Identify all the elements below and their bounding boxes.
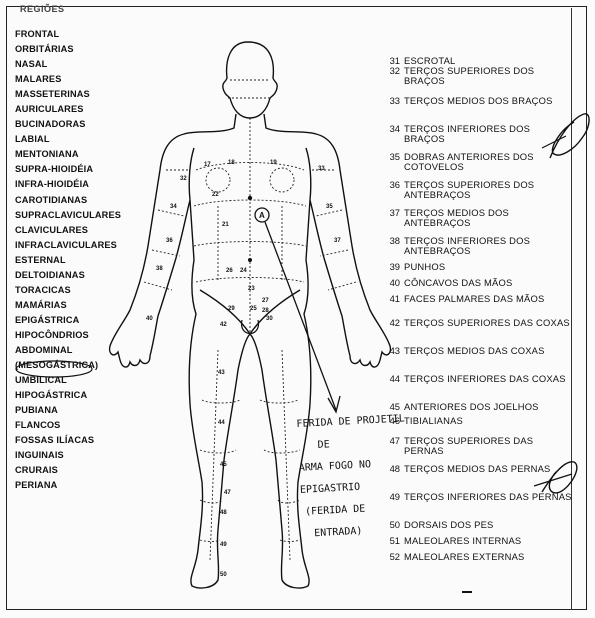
region-number: 43 (384, 346, 400, 356)
region-name: TERÇOS SUPERIORES DOS ANTEBRAÇOS (404, 180, 572, 200)
region-number: 40 (384, 278, 400, 288)
left-list-header: REGIÕES (20, 4, 65, 14)
region-name: CÔNCAVOS DAS MÃOS (404, 278, 572, 288)
body-region-number: 44 (218, 420, 225, 426)
body-region-number: 42 (220, 322, 227, 328)
page-mark (460, 588, 476, 596)
region-number: 32 (384, 66, 400, 76)
region-name: TERÇOS SUPERIORES DAS COXAS (404, 318, 572, 328)
body-region-number: 32 (180, 176, 187, 182)
body-region-number: 30 (266, 316, 273, 322)
body-region-number: 26 (226, 268, 233, 274)
region-name: TERÇOS INFERIORES DOS ANTEBRAÇOS (404, 236, 572, 256)
region-number: 33 (384, 96, 400, 106)
body-region-number: 43 (218, 370, 225, 376)
region-name: TERÇOS SUPERIORES DOS BRAÇOS (404, 66, 572, 86)
body-region-number: 50 (220, 572, 227, 578)
pen-scribble-top (538, 108, 594, 168)
region-name: MALEOLARES EXTERNAS (404, 552, 572, 562)
mammary-left (206, 168, 230, 192)
region-number: 41 (384, 294, 400, 304)
region-number: 39 (384, 262, 400, 272)
region-name: TERÇOS MEDIOS DOS ANTEBRAÇOS (404, 208, 572, 228)
body-region-number: 22 (212, 192, 219, 198)
body-region-number: 23 (248, 286, 255, 292)
region-name: TERÇOS MEDIOS DAS COXAS (404, 346, 572, 356)
region-number: 35 (384, 152, 400, 162)
region-number: 34 (384, 124, 400, 134)
region-name: TERÇOS INFERIORES DAS COXAS (404, 374, 572, 384)
region-number: 44 (384, 374, 400, 384)
body-region-number: 45 (220, 462, 227, 468)
body-region-number: 38 (156, 266, 163, 272)
body-region-number: 34 (170, 204, 177, 210)
body-region-number: 47 (224, 490, 231, 496)
body-region-number: 28 (262, 308, 269, 314)
region-number: 42 (384, 318, 400, 328)
handwritten-annotation: FERIDA DE PROJETILDEARMA FOGO NOEPIGASTR… (296, 406, 463, 546)
region-name: FACES PALMARES DAS MÃOS (404, 294, 572, 304)
body-region-number: 17 (204, 162, 211, 168)
umbilicus (248, 258, 252, 262)
body-region-number: 40 (146, 316, 153, 322)
body-region-number: 27 (262, 298, 269, 304)
body-region-number: 21 (222, 222, 229, 228)
body-region-number: 29 (228, 306, 235, 312)
region-number: 38 (384, 236, 400, 246)
region-name: PUNHOS (404, 262, 572, 272)
body-region-number: 33 (318, 166, 325, 172)
mammary-right (270, 168, 294, 192)
region-number: 52 (384, 552, 400, 562)
wound-marker: A (259, 211, 265, 220)
body-region-number: 48 (220, 510, 227, 516)
body-region-number: 24 (240, 268, 247, 274)
body-region-number: 37 (334, 238, 341, 244)
annotation-arrow (265, 222, 336, 410)
region-number: 37 (384, 208, 400, 218)
wound-dot (248, 196, 252, 200)
region-number: 36 (384, 180, 400, 190)
pen-scribble-bottom (532, 452, 582, 502)
body-region-number: 25 (250, 306, 257, 312)
body-region-number: 36 (166, 238, 173, 244)
epigastrica-highlight (14, 358, 98, 380)
region-name: TERÇOS MEDIOS DOS BRAÇOS (404, 96, 572, 106)
body-region-number: 19 (270, 160, 277, 166)
body-region-number: 18 (228, 160, 235, 166)
body-region-number: 35 (326, 204, 333, 210)
body-region-number: 49 (220, 542, 227, 548)
